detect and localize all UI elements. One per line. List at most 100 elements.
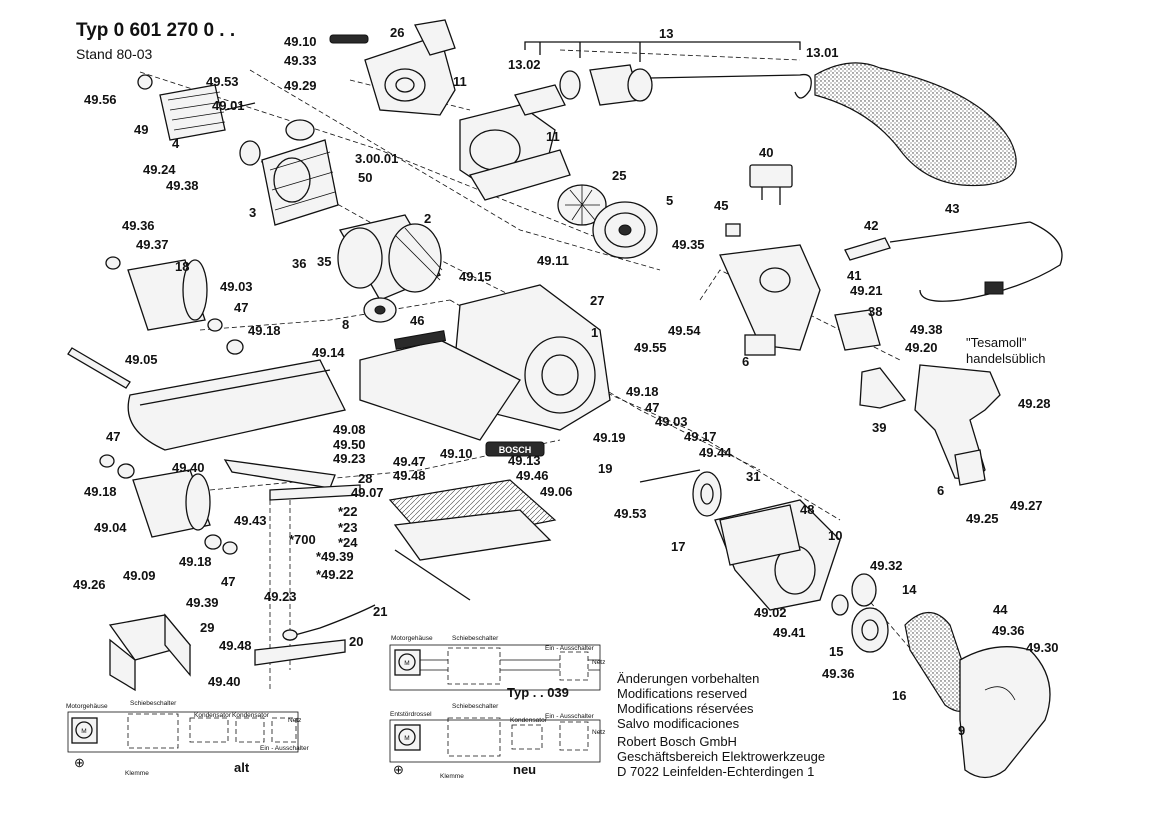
part-label: 49 <box>134 122 148 137</box>
capacitor-label: Kondensator <box>194 712 232 719</box>
part-label: 31 <box>746 469 760 484</box>
part-label: 16 <box>892 688 906 703</box>
part-label: 49.14 <box>312 345 345 360</box>
capacitor-label: Kondensator <box>510 717 548 724</box>
handle-41 <box>719 244 821 356</box>
part-label: 49.10 <box>284 34 317 49</box>
fan-cover-26 <box>329 19 456 116</box>
part-label: 14 <box>902 582 917 597</box>
nameplate: BOSCH <box>485 441 545 457</box>
company-line: D 7022 Leinfelden-Echterdingen 1 <box>617 764 814 779</box>
part-label: 21 <box>373 604 387 619</box>
part-label: 49.28 <box>1018 396 1051 411</box>
svg-text:M: M <box>404 735 409 742</box>
switch-45 <box>725 223 741 237</box>
part-label: 49.18 <box>84 484 117 499</box>
part-label: 49.06 <box>540 484 573 499</box>
part-label: 49.23 <box>333 451 366 466</box>
motor-housing-label: Motorgehäuse <box>66 703 108 710</box>
field-winding-3 <box>261 139 339 226</box>
part-label: 47 <box>234 300 248 315</box>
part-label: 4 <box>172 136 180 151</box>
part-label: 49.01 <box>212 98 245 113</box>
onoff-switch-label: Ein - Ausschalter <box>260 745 310 752</box>
company-line: Geschäftsbereich Elektrowerkzeuge <box>617 749 825 764</box>
part-label: 45 <box>714 198 728 213</box>
sanding-pad-22-24 <box>388 479 557 601</box>
bosch-logo-text: BOSCH <box>499 445 532 455</box>
part-label: 6 <box>742 354 749 369</box>
part-label: 27 <box>590 293 604 308</box>
pulley-15 <box>851 607 889 653</box>
onoff-switch-label: Ein - Ausschalter <box>545 713 595 720</box>
part-label: 49.26 <box>73 577 106 592</box>
part-label: 47 <box>106 429 120 444</box>
part-label: 49.29 <box>284 78 317 93</box>
part-label: *700 <box>289 532 316 547</box>
part-label: 49.36 <box>122 218 155 233</box>
part-label: 39 <box>872 420 886 435</box>
part-label: 2 <box>424 211 431 226</box>
part-label: 15 <box>829 644 843 659</box>
shaft-49-05 <box>67 347 131 389</box>
part-label: 19 <box>598 461 612 476</box>
wiring-schematic-039: M Motorgehäuse Schiebeschalter Ein - Aus… <box>389 635 605 700</box>
part-label: 49.48 <box>393 468 426 483</box>
gear-31 <box>639 469 722 517</box>
part-label: 49.48 <box>219 638 252 653</box>
part-label: 49.35 <box>672 237 705 252</box>
roller-49-04 <box>132 469 211 538</box>
part-label: 1 <box>591 325 598 340</box>
choke-label: Entstördrossel <box>390 711 432 718</box>
part-label: 49.07 <box>351 485 384 500</box>
part-label: 49.38 <box>166 178 199 193</box>
fan-5 <box>592 201 658 259</box>
svg-text:M: M <box>81 728 86 735</box>
part-labels: 49.10 26 49.33 11 49.29 13 13.02 13.01 4… <box>73 25 1059 738</box>
motor-housing-1 <box>359 284 611 441</box>
part-label: 49.53 <box>614 506 647 521</box>
onoff-switch-label: Ein - Ausschalter <box>545 645 595 652</box>
part-label: 50 <box>358 170 372 185</box>
part-label: 48 <box>800 502 814 517</box>
part-label: 49.21 <box>850 283 883 298</box>
part-label: 49.17 <box>684 429 717 444</box>
part-label: 49.03 <box>220 279 253 294</box>
part-label: 47 <box>221 574 235 589</box>
part-label: 49.15 <box>459 269 492 284</box>
sanding-belt <box>127 359 346 451</box>
part-label: 49.36 <box>822 666 855 681</box>
part-label: 49.40 <box>172 460 205 475</box>
slide-switch-label: Schiebeschalter <box>130 700 177 707</box>
pulley-14 <box>831 573 877 616</box>
mains-label: Netz <box>592 729 605 736</box>
switch-40 <box>749 164 793 205</box>
note-line: Änderungen vorbehalten <box>617 671 759 686</box>
part-label: 49.24 <box>143 162 176 177</box>
part-label: 49.08 <box>333 422 366 437</box>
capacitor-label: Kondensator <box>232 712 270 719</box>
part-label: 49.09 <box>123 568 156 583</box>
part-label: 49.43 <box>234 513 267 528</box>
part-label: 49.23 <box>264 589 297 604</box>
notes-block: Änderungen vorbehalten Modifications res… <box>617 671 825 779</box>
part-label: 40 <box>759 145 773 160</box>
part-label: 49.54 <box>668 323 701 338</box>
part-label: 5 <box>666 193 673 208</box>
part-label: 49.10 <box>440 446 473 461</box>
part-label: 11 <box>546 129 560 144</box>
part-label: 49.41 <box>773 625 806 640</box>
part-label: *22 <box>338 504 358 519</box>
part-label: 43 <box>945 201 959 216</box>
part-label: 17 <box>671 539 685 554</box>
part-label: 6 <box>937 483 944 498</box>
bearing-ring <box>239 119 315 166</box>
part-label: 18 <box>175 259 189 274</box>
part-label: 49.03 <box>655 414 688 429</box>
note-line: Salvo modificaciones <box>617 716 740 731</box>
tesamoll-note: "Tesamoll" <box>966 335 1027 350</box>
part-label: 49.50 <box>333 437 366 452</box>
dust-bag-13 <box>524 41 1017 187</box>
part-label: 10 <box>828 528 842 543</box>
